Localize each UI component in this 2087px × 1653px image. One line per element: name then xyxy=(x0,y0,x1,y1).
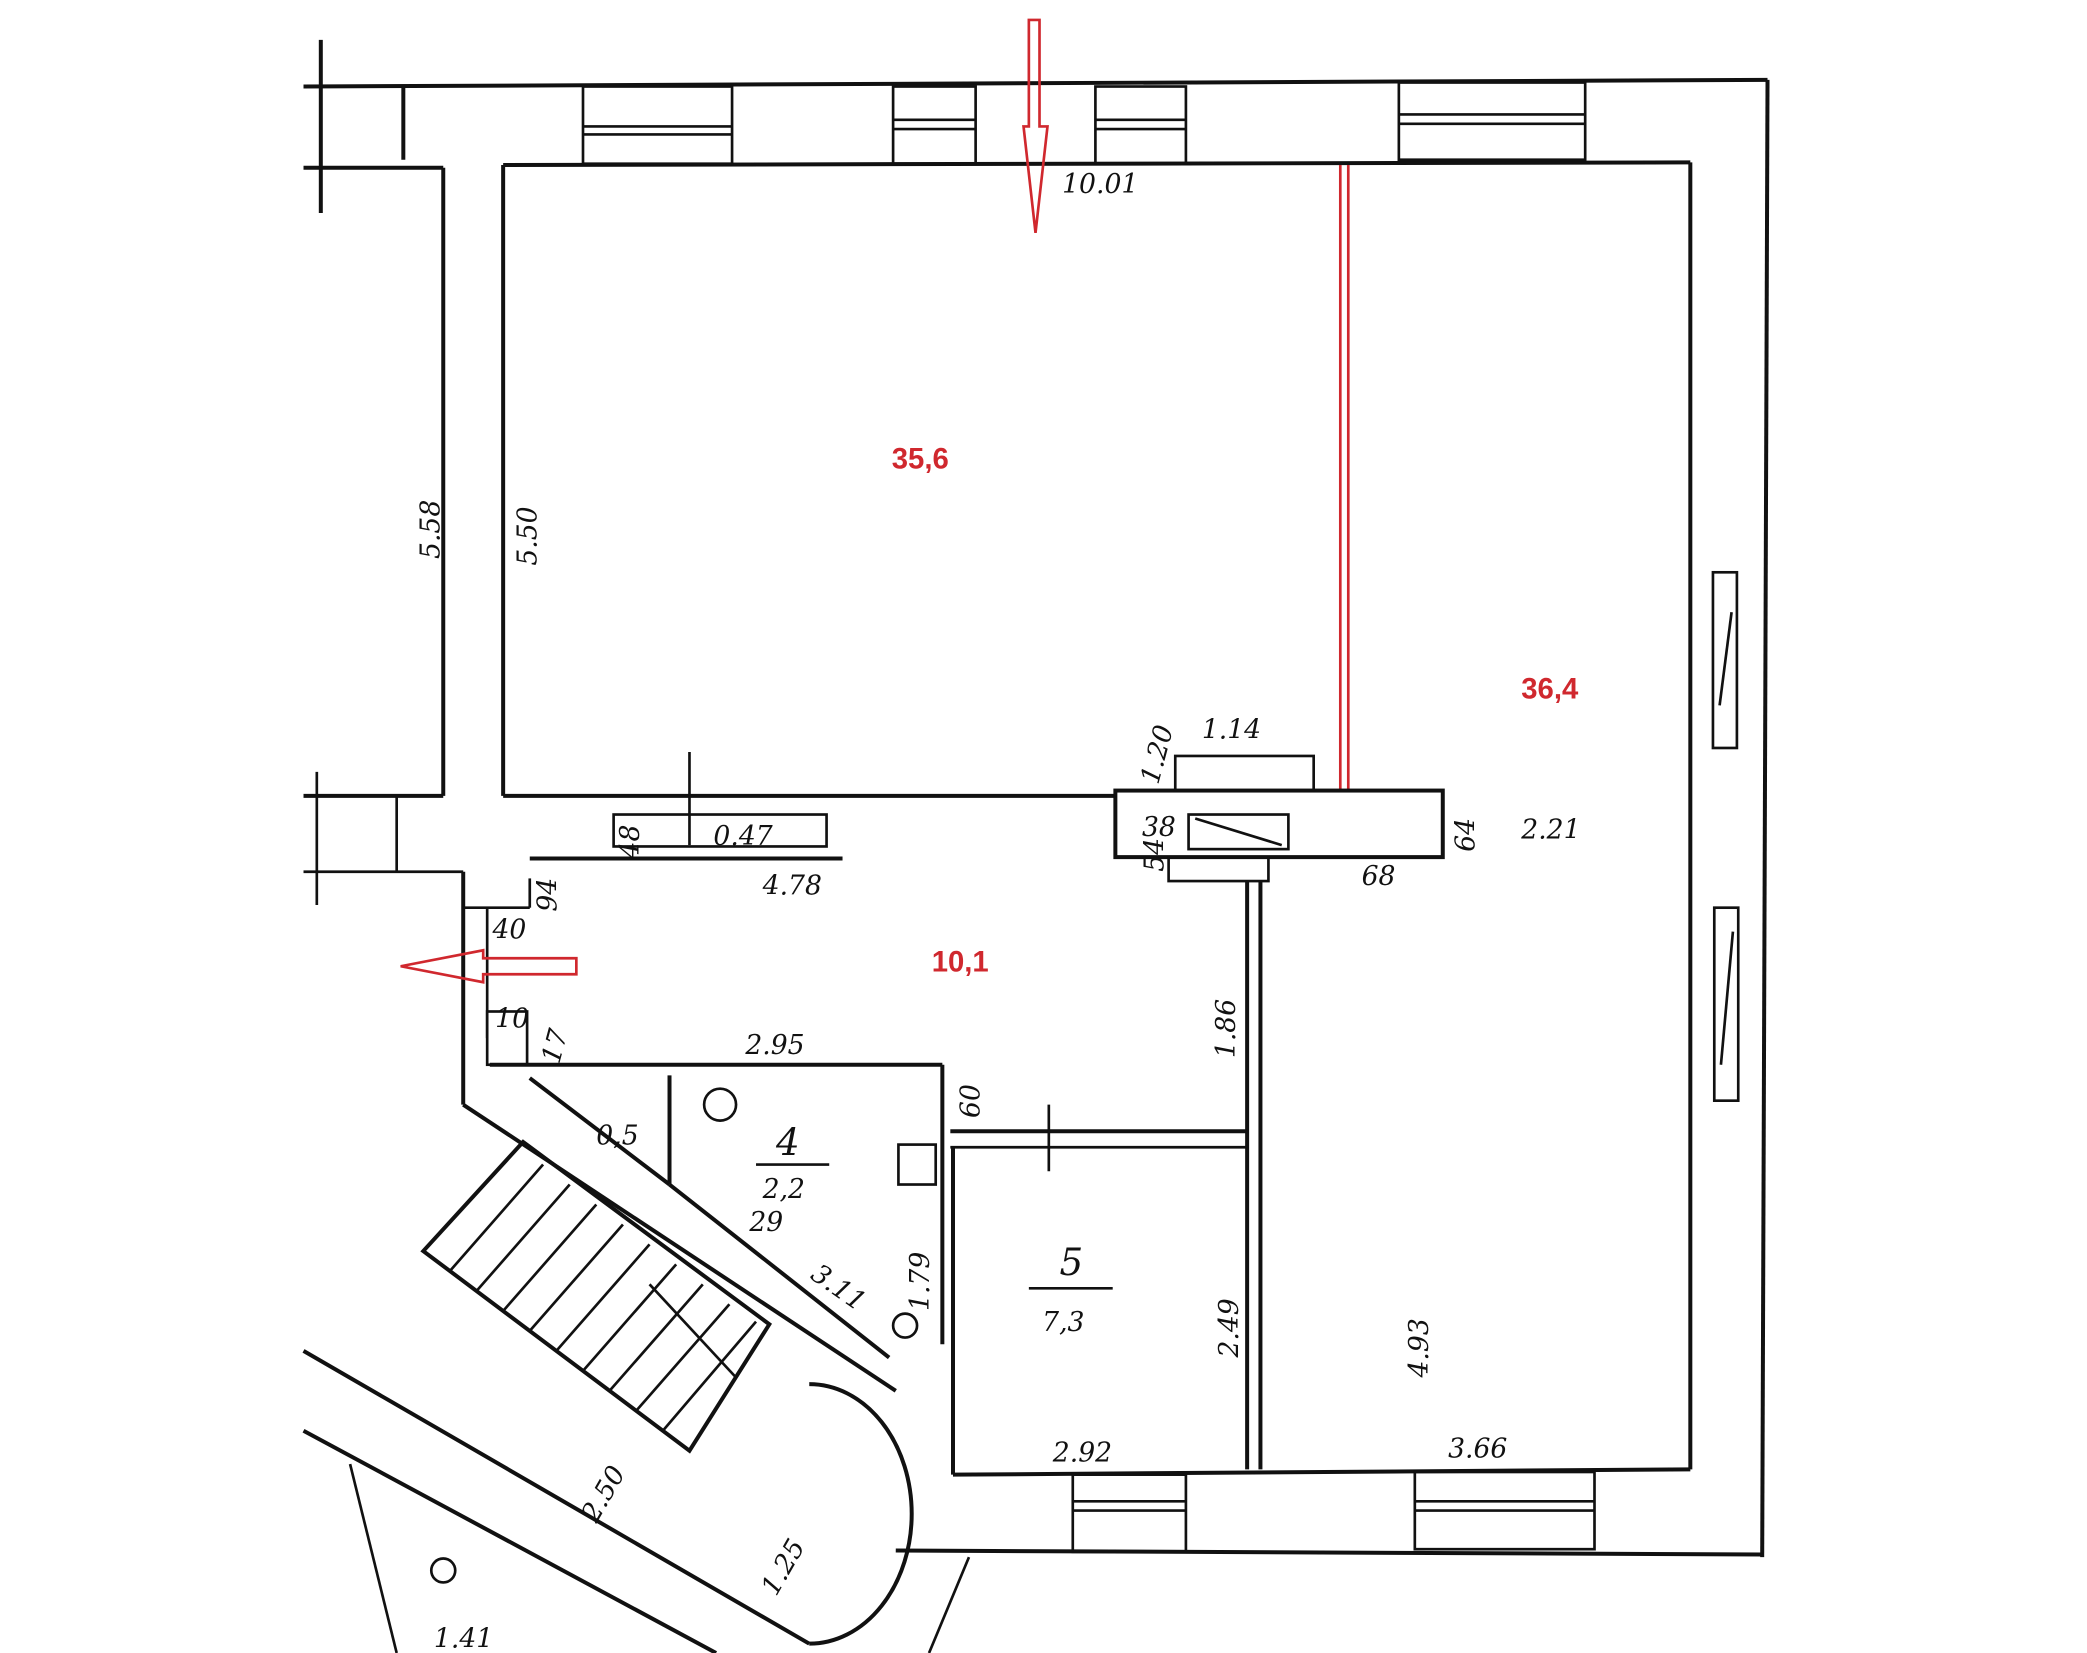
dim-label: 17 xyxy=(536,1026,575,1067)
exit-arrow-left-icon xyxy=(400,948,578,984)
dim-label: 2.92 xyxy=(1052,1437,1112,1468)
dim-label: 4.93 xyxy=(1404,1318,1435,1378)
room-4-area: 2,2 xyxy=(762,1174,805,1205)
dim-label: 29 xyxy=(748,1207,783,1238)
entrance-arrow-down-icon xyxy=(1022,18,1049,234)
dim-label: 38 xyxy=(1142,812,1176,843)
dimension-labels: 10.01 5.58 5.50 1.20 1.14 64 2.21 4.78 4… xyxy=(415,169,1580,1653)
dim-label: 68 xyxy=(1362,861,1396,892)
dim-label: 5.58 xyxy=(415,500,446,559)
dim-label: 1.79 xyxy=(905,1252,936,1311)
dim-label: 3.66 xyxy=(1448,1433,1507,1464)
wc-area: 0,5 xyxy=(596,1121,638,1152)
dim-label: 1.86 xyxy=(1211,999,1242,1058)
area-labels: 35,6 36,4 10,1 xyxy=(892,442,1579,978)
room-5-number: 5 xyxy=(1059,1240,1083,1284)
area-hall: 10,1 xyxy=(932,946,989,979)
dim-label: 40 xyxy=(492,914,527,945)
dim-label: 94 xyxy=(532,878,563,912)
area-room-a: 35,6 xyxy=(892,442,949,475)
dim-label: 54 xyxy=(1139,838,1170,872)
dim-label: 1.25 xyxy=(755,1534,811,1601)
dim-label: 3.11 xyxy=(805,1258,871,1317)
room-5-area: 7,3 xyxy=(1042,1307,1084,1338)
arrows xyxy=(400,18,1049,984)
area-room-b: 36,4 xyxy=(1521,673,1579,706)
room-4-number: 4 xyxy=(775,1120,800,1164)
dim-label: 48 xyxy=(615,825,646,860)
dim-label: 2.49 xyxy=(1214,1298,1245,1358)
dim-label: 1.20 xyxy=(1135,722,1180,787)
dim-label: 1.14 xyxy=(1202,715,1261,746)
dim-label: 5.50 xyxy=(512,506,543,565)
walls xyxy=(302,39,1770,1653)
dim-label: 2.95 xyxy=(744,1030,804,1061)
dim-label: 1.41 xyxy=(434,1624,493,1653)
dim-label: 0.47 xyxy=(713,821,772,852)
dim-label: 10 xyxy=(495,1003,529,1034)
dim-label: 10.01 xyxy=(1062,169,1138,200)
dim-label: 2.50 xyxy=(575,1461,632,1529)
dim-label: 4.78 xyxy=(762,870,822,901)
room-numbers: 4 2,2 5 7,3 0,5 xyxy=(596,1120,1113,1338)
staircase xyxy=(302,1102,971,1653)
dim-label: 64 xyxy=(1451,818,1482,852)
dim-label: 2.21 xyxy=(1520,814,1580,845)
dim-label: 60 xyxy=(956,1084,987,1118)
